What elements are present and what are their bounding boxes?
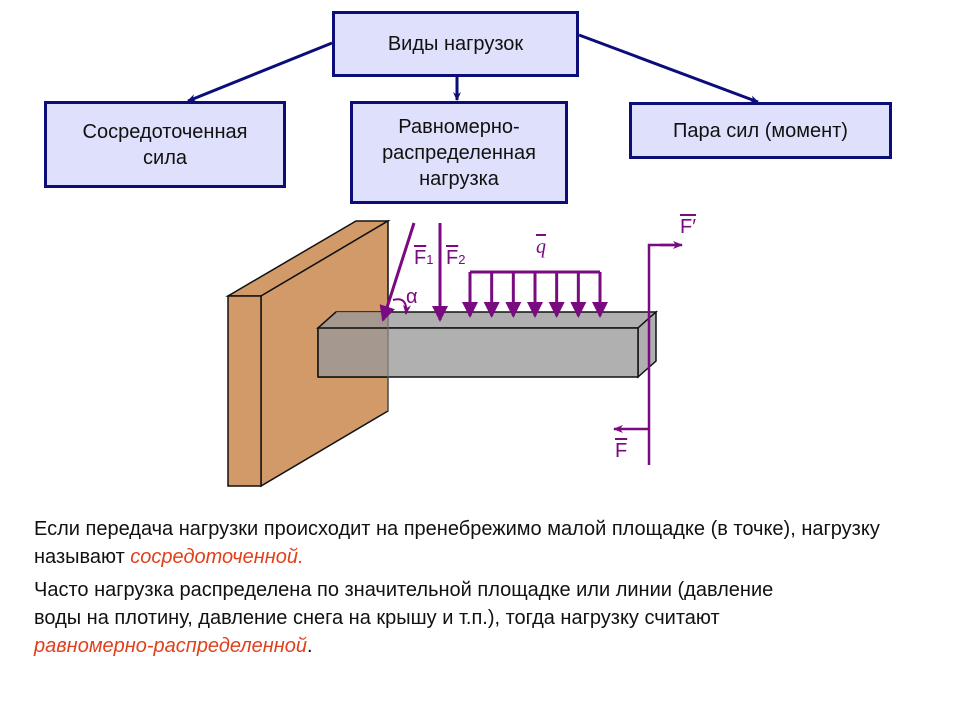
root-title: Виды нагрузок bbox=[387, 33, 524, 55]
category-label: нагрузка bbox=[419, 167, 499, 190]
connector-arrow-left bbox=[187, 41, 333, 103]
connector-arrow-right bbox=[578, 33, 759, 104]
category-box-concentrated: Сосредоточенная сила bbox=[44, 101, 286, 188]
distributed-load-label: q bbox=[536, 236, 546, 259]
category-label: сила bbox=[143, 146, 187, 169]
f-symbol: F bbox=[615, 440, 628, 462]
category-box-distributed: Равномерно- распределенная нагрузка bbox=[350, 101, 568, 204]
category-box-couple: Пара сил (момент) bbox=[629, 102, 892, 159]
emphasis-term: сосредоточенной. bbox=[130, 546, 304, 568]
force-f2-symbol: F bbox=[446, 247, 459, 269]
couple-top-label: F′ bbox=[680, 216, 696, 239]
paragraph-concentrated: Если передача нагрузки происходит на пре… bbox=[34, 515, 884, 571]
force-f1-label: F1 bbox=[414, 247, 433, 270]
paragraph-text: Если передача нагрузки происходит на пре… bbox=[34, 518, 880, 568]
category-label: Пара сил (момент) bbox=[673, 119, 848, 142]
q-symbol: q bbox=[536, 236, 546, 258]
force-f1-symbol: F bbox=[414, 247, 427, 269]
category-label: распределенная bbox=[382, 141, 536, 164]
angle-label: α bbox=[406, 286, 418, 308]
force-f1-subscript: 1 bbox=[426, 252, 434, 267]
force-f1-arrow bbox=[379, 222, 416, 322]
root-box: Виды нагрузок bbox=[332, 11, 579, 77]
category-label: Сосредоточенная bbox=[82, 120, 248, 143]
force-couple bbox=[613, 241, 683, 465]
force-f2-label: F2 bbox=[446, 247, 465, 270]
paragraph-end: . bbox=[307, 635, 313, 657]
paragraph-text: Часто нагрузка распределена по значитель… bbox=[34, 579, 774, 629]
force-f2-subscript: 2 bbox=[458, 252, 466, 267]
category-label: Равномерно- bbox=[398, 115, 520, 138]
f-prime-symbol: F′ bbox=[680, 216, 696, 238]
emphasis-term: равномерно-распределенной bbox=[34, 635, 308, 657]
angle-arc bbox=[392, 298, 411, 315]
distributed-load bbox=[462, 270, 608, 318]
couple-bottom-label: F bbox=[615, 440, 627, 463]
paragraph-distributed: Часто нагрузка распределена по значитель… bbox=[34, 576, 814, 660]
